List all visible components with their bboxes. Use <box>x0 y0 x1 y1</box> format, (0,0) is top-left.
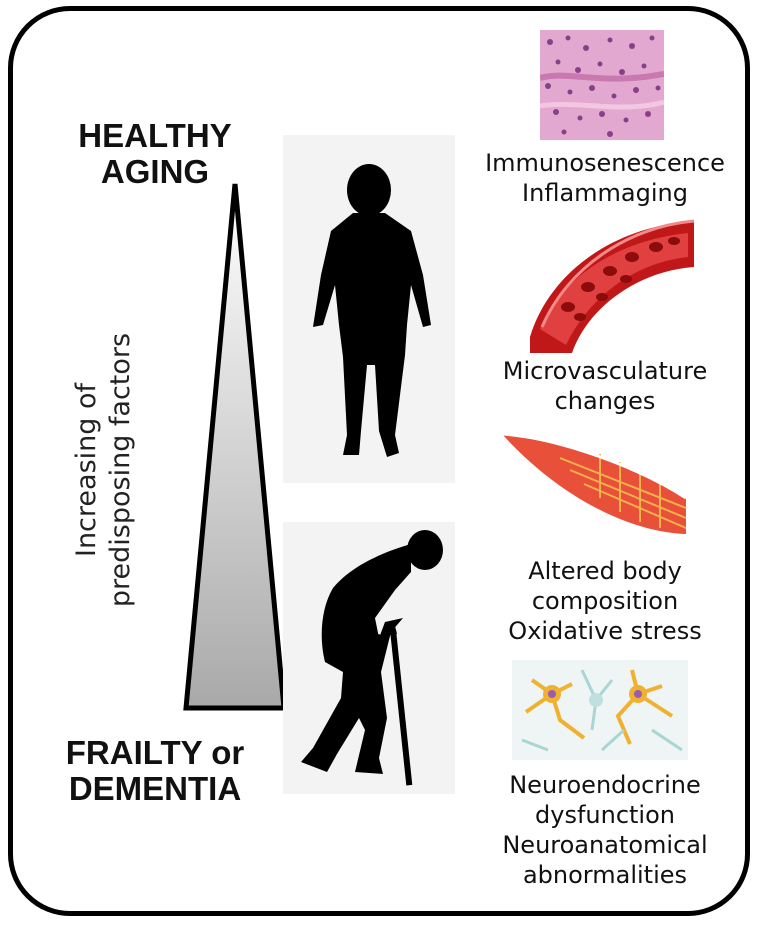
neuro-line-2: dysfunction <box>460 800 750 830</box>
frail-person-with-cane-silhouette <box>283 522 455 794</box>
neuro-line-4: abnormalities <box>460 860 750 890</box>
factor-caption-microvasculature: Microvasculature changes <box>460 356 750 416</box>
immune-line-1: Immunosenescence <box>460 148 750 178</box>
body-composition-line-3: Oxidative stress <box>460 616 750 646</box>
frail-person-panel <box>283 522 455 794</box>
neuro-line-3: Neuroanatomical <box>460 830 750 860</box>
frailty-line-2: DEMENTIA <box>30 771 280 807</box>
microvasculature-line-2: changes <box>460 386 750 416</box>
predisposing-factors-axis-label: Increasing of predisposing factors <box>70 290 150 650</box>
immune-line-2: Inflammaging <box>460 178 750 208</box>
healthy-aging-line-1: HEALTHY <box>40 118 270 154</box>
factor-caption-immune: Immunosenescence Inflammaging <box>460 148 750 208</box>
factor-caption-neuro: Neuroendocrine dysfunction Neuroanatomic… <box>460 770 750 890</box>
frailty-line-1: FRAILTY or <box>30 735 280 771</box>
healthy-person-panel <box>283 135 455 483</box>
blood-vessel-image <box>528 217 696 355</box>
axis-label-line-2: predisposing factors <box>104 290 138 650</box>
body-composition-line-2: composition <box>460 586 750 616</box>
muscle-fiber-drawing <box>500 428 688 538</box>
increasing-triangle <box>180 180 290 715</box>
muscle-fiber-image <box>500 428 688 538</box>
healthy-walking-person-silhouette <box>283 135 455 483</box>
neuron-network-drawing <box>512 660 688 760</box>
neuron-network-image <box>512 660 688 760</box>
factor-caption-body-composition: Altered body composition Oxidative stres… <box>460 556 750 646</box>
neuro-line-1: Neuroendocrine <box>460 770 750 800</box>
body-composition-line-1: Altered body <box>460 556 750 586</box>
frailty-dementia-label: FRAILTY or DEMENTIA <box>30 735 280 807</box>
blood-vessel-drawing <box>528 217 696 355</box>
axis-label-line-1: Increasing of <box>70 290 104 650</box>
microvasculature-line-1: Microvasculature <box>460 356 750 386</box>
histology-tissue-image <box>540 30 664 140</box>
histology-tissue-drawing <box>540 30 664 140</box>
